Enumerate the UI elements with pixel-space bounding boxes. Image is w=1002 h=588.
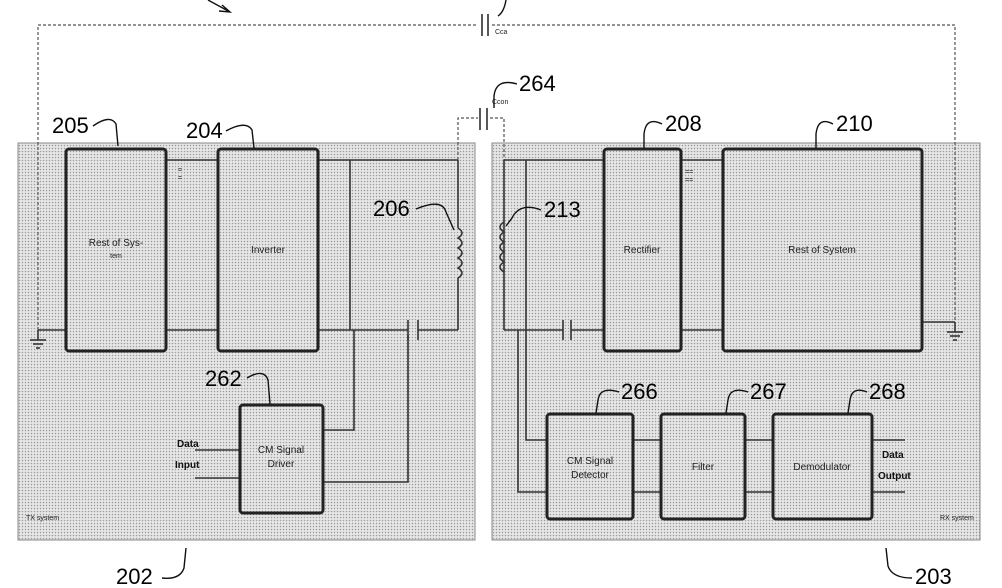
tx-wiring: = = xyxy=(38,159,459,483)
block-rest-of-system-rx: Rest of System xyxy=(721,147,924,353)
ref-267: 267 xyxy=(750,379,787,404)
block-cm-signal-detector: CM Signal Detector xyxy=(545,412,635,521)
leader-203 xyxy=(885,547,913,579)
leader-267 xyxy=(725,389,749,414)
ref-206: 206 xyxy=(373,196,410,221)
dc-bus-mark-left: = xyxy=(178,167,182,174)
leader-268 xyxy=(847,389,868,414)
ref-264: 264 xyxy=(519,71,556,96)
ref-205: 205 xyxy=(52,113,89,138)
cm-signal-detector-label-1: CM Signal xyxy=(567,456,613,467)
leader-213 xyxy=(505,206,542,227)
leader-top xyxy=(497,0,507,17)
dc-bus-mark-left-2: = xyxy=(178,175,182,182)
rest-of-system-rx-label: Rest of System xyxy=(788,245,856,256)
leader-264 xyxy=(493,81,518,108)
leader-202 xyxy=(161,547,187,579)
ref-202: 202 xyxy=(116,564,153,588)
cm-signal-detector-label-2: Detector xyxy=(571,470,609,481)
ref-203: 203 xyxy=(915,564,952,588)
cca-label: Cca xyxy=(495,29,508,36)
inverter-label: Inverter xyxy=(251,245,286,256)
ref-213: 213 xyxy=(544,197,581,222)
ref-266: 266 xyxy=(621,379,658,404)
rx-system-label: RX system xyxy=(940,515,974,522)
dc-bus-mark-right: == xyxy=(685,169,693,176)
rectifier-label: Rectifier xyxy=(624,245,661,256)
ground-right-icon xyxy=(947,322,963,341)
ref-208: 208 xyxy=(665,111,702,136)
data-input-label-2: Input xyxy=(175,460,200,471)
ref-262: 262 xyxy=(205,366,242,391)
leader-262 xyxy=(246,372,271,405)
dc-bus-mark-right-2: == xyxy=(685,177,693,184)
rx-wiring: == == xyxy=(503,159,955,493)
block-filter: Filter xyxy=(659,412,747,521)
block-rectifier: Rectifier xyxy=(602,147,683,353)
ccon-label: Ccon xyxy=(492,99,508,106)
leader-208 xyxy=(643,120,663,148)
ref-204: 204 xyxy=(186,118,223,143)
block-rest-of-system-tx: Rest of Sys- tem xyxy=(64,147,168,353)
tx-system-label: TX system xyxy=(26,515,59,522)
leader-266 xyxy=(595,389,620,414)
block-cm-signal-driver: CM Signal Driver xyxy=(238,403,325,515)
capacitor-ccon-icon: Ccon xyxy=(457,99,508,160)
rest-of-system-tx-label-1: Rest of Sys- xyxy=(89,238,143,249)
block-inverter: Inverter xyxy=(216,147,320,353)
ref-268: 268 xyxy=(869,379,906,404)
data-output-label-1: Data xyxy=(882,450,904,461)
ground-left-icon xyxy=(30,330,46,349)
ref-210: 210 xyxy=(836,111,873,136)
block-demodulator: Demodulator xyxy=(771,412,874,521)
data-output-label-2: Output xyxy=(878,471,911,482)
cm-signal-driver-label-1: CM Signal xyxy=(258,445,304,456)
data-input-label-1: Data xyxy=(177,439,199,450)
leader-210 xyxy=(815,120,834,148)
coil-206-icon xyxy=(456,227,463,279)
leader-206 xyxy=(415,203,455,231)
arrow-top-left xyxy=(207,0,233,13)
rest-of-system-tx-label-2: tem xyxy=(110,253,122,260)
leader-204 xyxy=(225,124,255,149)
cm-signal-driver-label-2: Driver xyxy=(268,459,295,470)
leader-205 xyxy=(92,118,119,147)
demodulator-label: Demodulator xyxy=(793,462,851,473)
coupling-loop-cca: Cca xyxy=(37,14,956,330)
filter-label: Filter xyxy=(692,462,715,473)
coil-213-icon xyxy=(499,221,506,273)
